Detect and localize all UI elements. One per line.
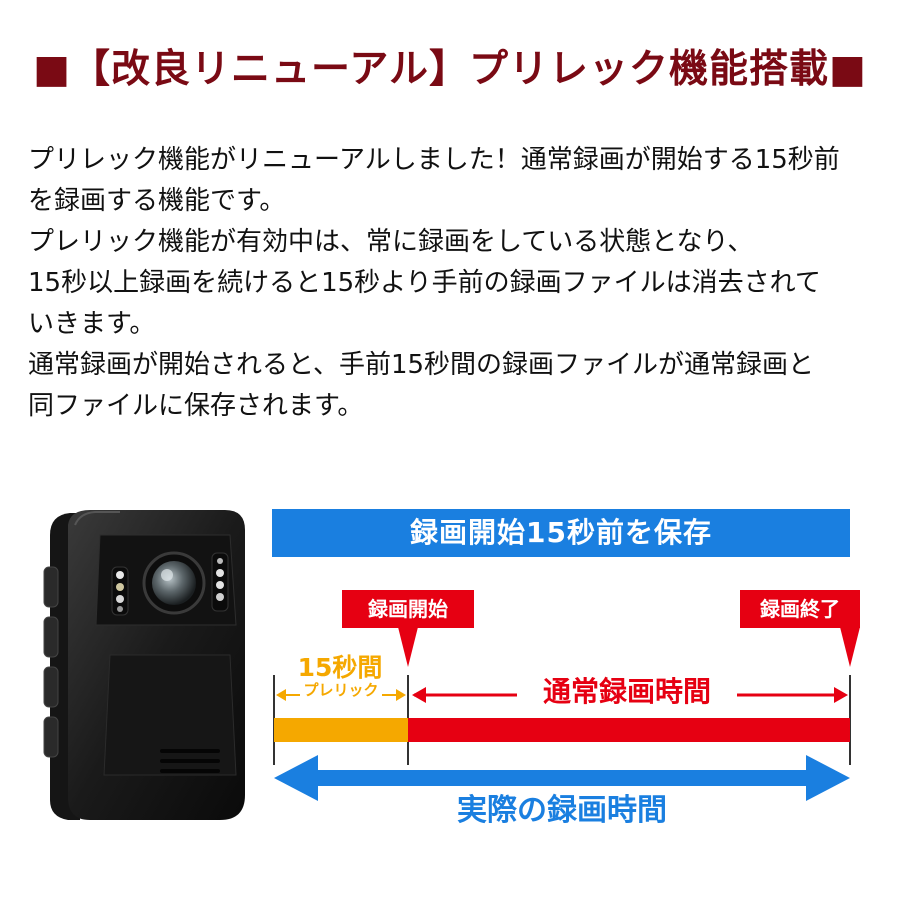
prerec-label: プレリック	[300, 681, 382, 699]
description-line: を録画する機能です。	[28, 186, 286, 216]
description-line: 15秒以上録画を続けると15秒より手前の録画ファイルは消去されて	[28, 268, 821, 298]
recording-end-badge: 録画終了	[740, 590, 860, 628]
description-line: プリレック機能がリニューアルしました！通常録画が開始する15秒前	[28, 145, 840, 175]
led-icon	[216, 569, 224, 577]
led-icon	[216, 593, 224, 601]
normal-recording-label: 通常録画時間	[517, 675, 737, 709]
actual-recording-label: 実際の録画時間	[457, 793, 667, 828]
normal-arrow-right-icon	[834, 687, 848, 703]
body-camera-image	[43, 510, 245, 820]
actual-time-arrow	[274, 755, 850, 801]
end-marker-pointer	[840, 627, 860, 667]
led-icon	[217, 558, 223, 564]
description-line: 通常録画が開始されると、手前15秒間の録画ファイルが通常録画と	[28, 350, 815, 380]
recording-start-badge: 録画開始	[342, 590, 474, 628]
prerec-bar	[274, 718, 408, 742]
side-button	[43, 616, 59, 658]
prerec-duration-label: 15秒間	[297, 653, 383, 682]
led-icon	[116, 583, 124, 591]
description-line: 同ファイルに保存されます。	[28, 391, 364, 421]
start-marker-pointer	[398, 627, 418, 667]
led-icon	[117, 606, 123, 612]
side-button	[43, 566, 59, 608]
side-button	[43, 716, 59, 758]
prerec-arrow-right-icon	[396, 689, 406, 701]
normal-arrow-left-icon	[412, 687, 426, 703]
pre-record-banner: 録画開始15秒前を保存	[272, 509, 850, 557]
description-line: プレリック機能が有効中は、常に録画をしている状態となり、	[28, 227, 754, 257]
led-icon	[216, 581, 224, 589]
led-icon	[116, 571, 124, 579]
recording-timeline: 録画開始 録画終了 15秒間 プレリック 通常録画時間 実際の録画時間	[262, 585, 872, 845]
normal-recording-bar	[408, 718, 850, 742]
description-text: プリレック機能がリニューアルしました！通常録画が開始する15秒前 を録画する機能…	[28, 140, 878, 427]
description-line: いきます。	[28, 309, 156, 339]
prerec-arrow-left-icon	[276, 689, 286, 701]
page-title: ■【改良リニューアル】プリレック機能搭載■	[33, 47, 867, 92]
led-icon	[116, 595, 124, 603]
side-button	[43, 666, 59, 708]
